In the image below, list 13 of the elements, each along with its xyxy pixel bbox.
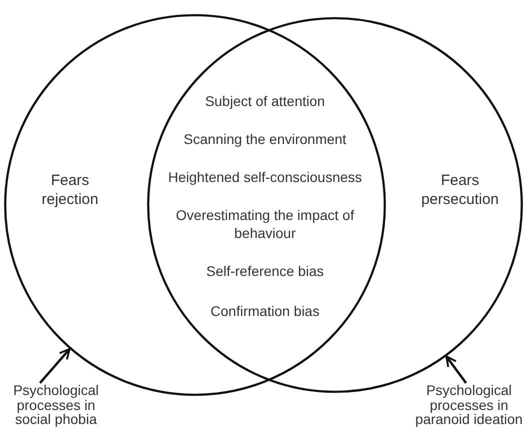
arrow [39, 348, 71, 384]
arrow [445, 355, 467, 384]
overlap-label: Overestimating the impact of behaviour [174, 206, 356, 242]
overlap-label: Heightened self-consciousness [167, 168, 363, 186]
circle-label: Fears rejection [40, 172, 100, 210]
circle-label: Fears persecution [420, 172, 500, 210]
process-label: Psychological processes in social phobia [2, 383, 110, 428]
venn-circle [4, 14, 386, 396]
overlap-label: Subject of attention [204, 92, 326, 110]
overlap-label: Scanning the environment [182, 130, 348, 148]
overlap-label: Self-reference bias [205, 262, 325, 280]
overlap-label: Confirmation bias [210, 302, 320, 320]
process-label: Psychological processes in paranoid ideation [410, 383, 528, 428]
